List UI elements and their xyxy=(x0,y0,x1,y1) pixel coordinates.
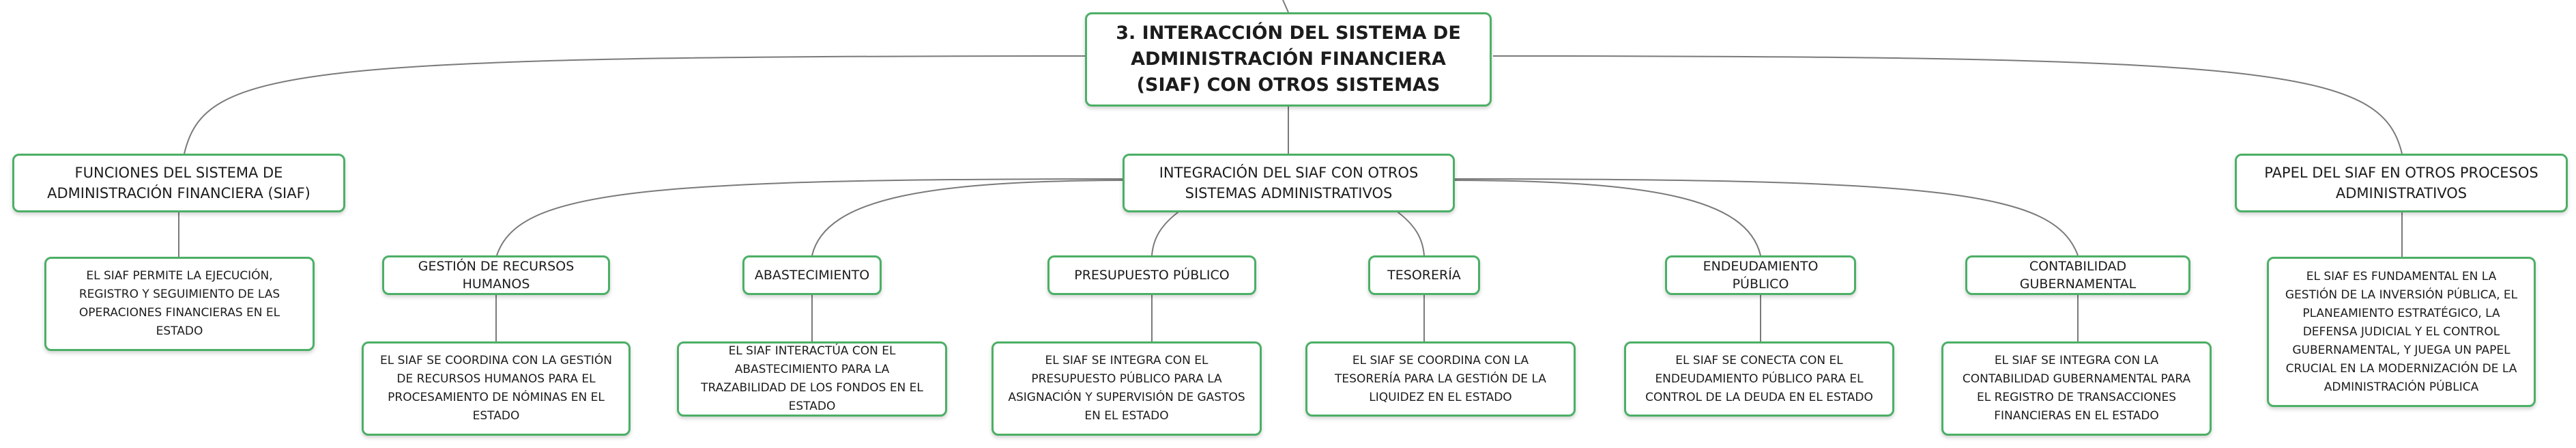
tesoreria-node[interactable]: TESORERÍA xyxy=(1368,255,1480,295)
contabilidad-node[interactable]: CONTABILIDAD GUBERNAMENTAL xyxy=(1965,255,2190,295)
papel-node[interactable]: PAPEL DEL SIAF EN OTROS PROCESOS ADMINIS… xyxy=(2235,154,2568,212)
abastecimiento-detail-text: EL SIAF INTERACTÚA CON EL ABASTECIMIENTO… xyxy=(701,344,923,413)
abastecimiento-node[interactable]: ABASTECIMIENTO xyxy=(742,255,882,295)
root-node[interactable]: 3. INTERACCIÓN DEL SISTEMA DE ADMINISTRA… xyxy=(1085,12,1492,107)
abastecimiento-title: ABASTECIMIENTO xyxy=(754,268,870,283)
integracion-node[interactable]: INTEGRACIÓN DEL SIAF CON OTROS SISTEMAS … xyxy=(1123,154,1455,212)
papel-detail-text: EL SIAF ES FUNDAMENTAL EN LA GESTIÓN DE … xyxy=(2285,269,2518,394)
presupuesto-detail-text: EL SIAF SE INTEGRA CON EL PRESUPUESTO PÚ… xyxy=(1008,354,1245,423)
connector-integracion-endeudamiento xyxy=(1446,180,1761,256)
connector-root-papel xyxy=(1492,55,2403,154)
root-title: 3. INTERACCIÓN DEL SISTEMA DE ADMINISTRA… xyxy=(1116,23,1461,96)
connector-integracion-contabilidad xyxy=(1453,178,2079,256)
tesoreria-title: TESORERÍA xyxy=(1387,268,1461,283)
connector-root-funciones xyxy=(184,55,1086,154)
tesoreria-detail-text: EL SIAF SE COORDINA CON LA TESORERÍA PAR… xyxy=(1335,353,1546,404)
endeudamiento-title: ENDEUDAMIENTO PÚBLICO xyxy=(1703,259,1819,292)
funciones-detail-node[interactable]: EL SIAF PERMITE LA EJECUCIÓN, REGISTRO Y… xyxy=(44,257,315,351)
abastecimiento-detail-node[interactable]: EL SIAF INTERACTÚA CON EL ABASTECIMIENTO… xyxy=(677,341,947,417)
presupuesto-title: PRESUPUESTO PÚBLICO xyxy=(1074,268,1230,283)
papel-title: PAPEL DEL SIAF EN OTROS PROCESOS ADMINIS… xyxy=(2264,165,2538,201)
connector-integracion-abastecimiento xyxy=(811,180,1133,256)
integracion-title: INTEGRACIÓN DEL SIAF CON OTROS SISTEMAS … xyxy=(1159,165,1419,201)
funciones-node[interactable]: FUNCIONES DEL SISTEMA DE ADMINISTRACIÓN … xyxy=(12,154,345,212)
connector-top xyxy=(1282,0,1289,13)
rrhh-detail-text: EL SIAF SE COORDINA CON LA GESTIÓN DE RE… xyxy=(380,354,612,423)
contabilidad-detail-text: EL SIAF SE INTEGRA CON LA CONTABILIDAD G… xyxy=(1962,354,2191,423)
endeudamiento-detail-node[interactable]: EL SIAF SE CONECTA CON EL ENDEUDAMIENTO … xyxy=(1624,341,1894,417)
contabilidad-title: CONTABILIDAD GUBERNAMENTAL xyxy=(2019,259,2137,292)
papel-detail-node[interactable]: EL SIAF ES FUNDAMENTAL EN LA GESTIÓN DE … xyxy=(2267,257,2536,407)
connector-integracion-tesoreria xyxy=(1395,210,1425,256)
endeudamiento-detail-text: EL SIAF SE CONECTA CON EL ENDEUDAMIENTO … xyxy=(1645,353,1873,404)
rrhh-title: GESTIÓN DE RECURSOS HUMANOS xyxy=(418,259,575,292)
tesoreria-detail-node[interactable]: EL SIAF SE COORDINA CON LA TESORERÍA PAR… xyxy=(1305,341,1576,417)
presupuesto-detail-node[interactable]: EL SIAF SE INTEGRA CON EL PRESUPUESTO PÚ… xyxy=(992,341,1262,436)
funciones-title: FUNCIONES DEL SISTEMA DE ADMINISTRACIÓN … xyxy=(47,165,310,201)
contabilidad-detail-node[interactable]: EL SIAF SE INTEGRA CON LA CONTABILIDAD G… xyxy=(1941,341,2212,436)
endeudamiento-node[interactable]: ENDEUDAMIENTO PÚBLICO xyxy=(1665,255,1856,295)
connector-integracion-rrhh xyxy=(496,178,1123,256)
rrhh-node[interactable]: GESTIÓN DE RECURSOS HUMANOS xyxy=(382,255,610,295)
presupuesto-node[interactable]: PRESUPUESTO PÚBLICO xyxy=(1047,255,1256,295)
rrhh-detail-node[interactable]: EL SIAF SE COORDINA CON LA GESTIÓN DE RE… xyxy=(362,341,631,436)
connector-integracion-presupuesto xyxy=(1151,210,1181,256)
funciones-detail-text: EL SIAF PERMITE LA EJECUCIÓN, REGISTRO Y… xyxy=(78,269,280,338)
